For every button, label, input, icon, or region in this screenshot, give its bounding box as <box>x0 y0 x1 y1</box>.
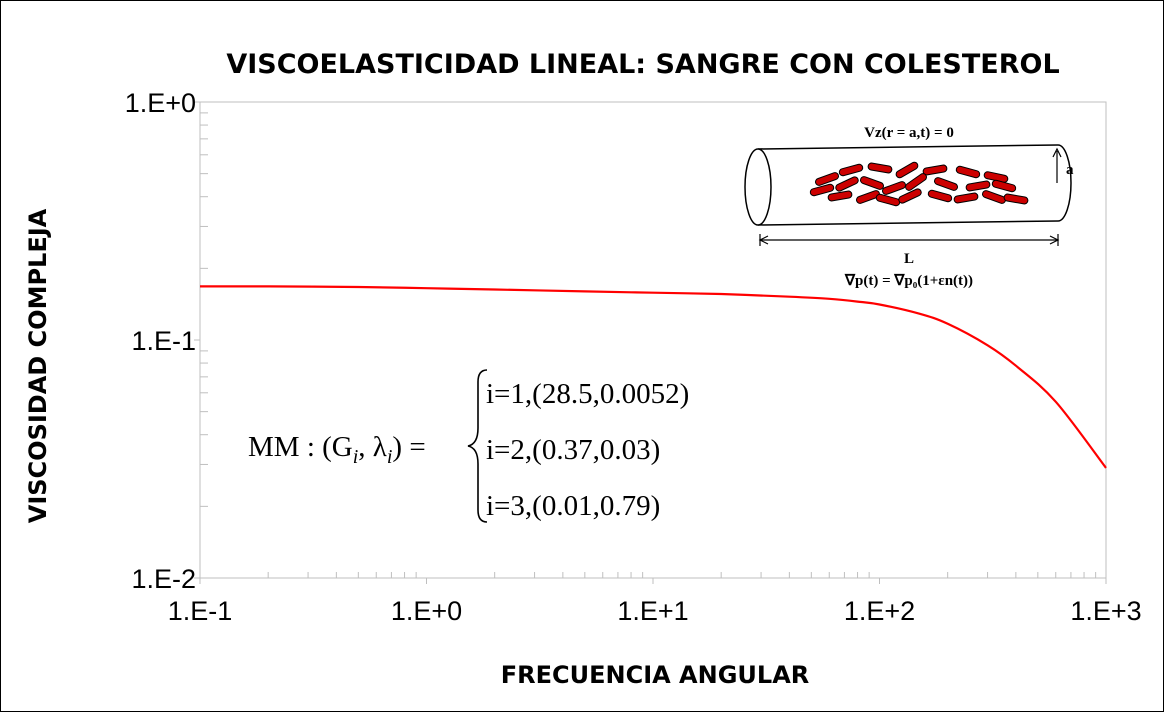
chart-title: VISCOELASTICIDAD LINEAL: SANGRE CON COLE… <box>226 49 1059 80</box>
case-2: i=2,(0.37,0.03) <box>486 434 660 466</box>
vessel-left-end <box>744 148 772 226</box>
red-blood-cell <box>835 176 859 192</box>
y-tick-label: 1.E-1 <box>131 326 196 356</box>
x-tick-labels: 1.E-1 1.E+0 1.E+1 1.E+2 1.E+3 <box>168 596 1142 626</box>
red-blood-cell <box>953 192 979 204</box>
inset-top-label: Vz(r = a,t) = 0 <box>864 125 954 141</box>
case-1: i=1,(28.5,0.0052) <box>486 378 689 410</box>
y-tick-labels: 1.E-2 1.E-1 1.E+0 <box>125 88 196 594</box>
red-blood-cell <box>927 189 953 203</box>
series-line <box>199 285 1107 469</box>
red-blood-cell <box>827 190 853 202</box>
case-brace <box>467 369 488 523</box>
minor-ticks <box>200 112 1097 578</box>
red-blood-cell <box>922 164 948 176</box>
vessel-bottom-edge <box>757 220 1059 226</box>
red-blood-cell <box>965 180 991 192</box>
x-tick-label: 1.E+1 <box>617 596 688 626</box>
red-blood-cell <box>991 179 1017 193</box>
red-blood-cell <box>982 190 1006 204</box>
red-blood-cell <box>815 172 839 186</box>
red-blood-cells <box>809 161 1029 207</box>
vessel-top-edge <box>757 144 1059 150</box>
radius-label: a <box>1066 162 1074 178</box>
length-arrow-right <box>1049 235 1060 245</box>
red-blood-cell <box>934 177 958 191</box>
red-blood-cell <box>809 183 835 197</box>
y-tick-label: 1.E-2 <box>131 564 196 594</box>
red-blood-cell <box>860 176 884 190</box>
red-blood-cell <box>882 181 906 195</box>
x-tick-label: 1.E+0 <box>391 596 462 626</box>
red-blood-cell <box>898 188 922 204</box>
x-tick-label: 1.E-1 <box>168 596 233 626</box>
vessel-right-end <box>1057 144 1072 222</box>
model-lhs: MM : (Gi, λi) = <box>248 431 426 468</box>
red-blood-cell <box>905 173 927 191</box>
y-axis-title: VISCOSIDAD COMPLEJA <box>24 208 52 523</box>
x-axis-title: FRECUENCIA ANGULAR <box>501 661 810 689</box>
vessel-inset: Vz(r = a,t) = 0 a L ∇p(t) = ∇p₀(1+εn(t)) <box>744 125 1074 289</box>
series-layer <box>199 285 1107 469</box>
radius-arrow-head <box>1052 147 1062 158</box>
red-blood-cell <box>955 165 981 179</box>
length-label: L <box>904 251 914 267</box>
y-tick-label: 1.E+0 <box>125 88 196 118</box>
major-ticks <box>194 101 1107 584</box>
red-blood-cell <box>867 162 893 174</box>
red-blood-cell <box>838 163 864 177</box>
case-3: i=3,(0.01,0.79) <box>486 490 660 522</box>
red-blood-cell <box>1003 193 1029 205</box>
x-tick-label: 1.E+2 <box>844 596 915 626</box>
red-blood-cell <box>856 190 880 204</box>
red-blood-cell <box>875 193 901 207</box>
inset-bottom-label: ∇p(t) = ∇p₀(1+εn(t)) <box>844 273 973 289</box>
x-tick-label: 1.E+3 <box>1070 596 1141 626</box>
length-arrow-left <box>758 235 769 245</box>
red-blood-cell <box>895 161 919 179</box>
model-annotation: MM : (Gi, λi) = i=1,(28.5,0.0052) i=2,(0… <box>248 369 689 523</box>
